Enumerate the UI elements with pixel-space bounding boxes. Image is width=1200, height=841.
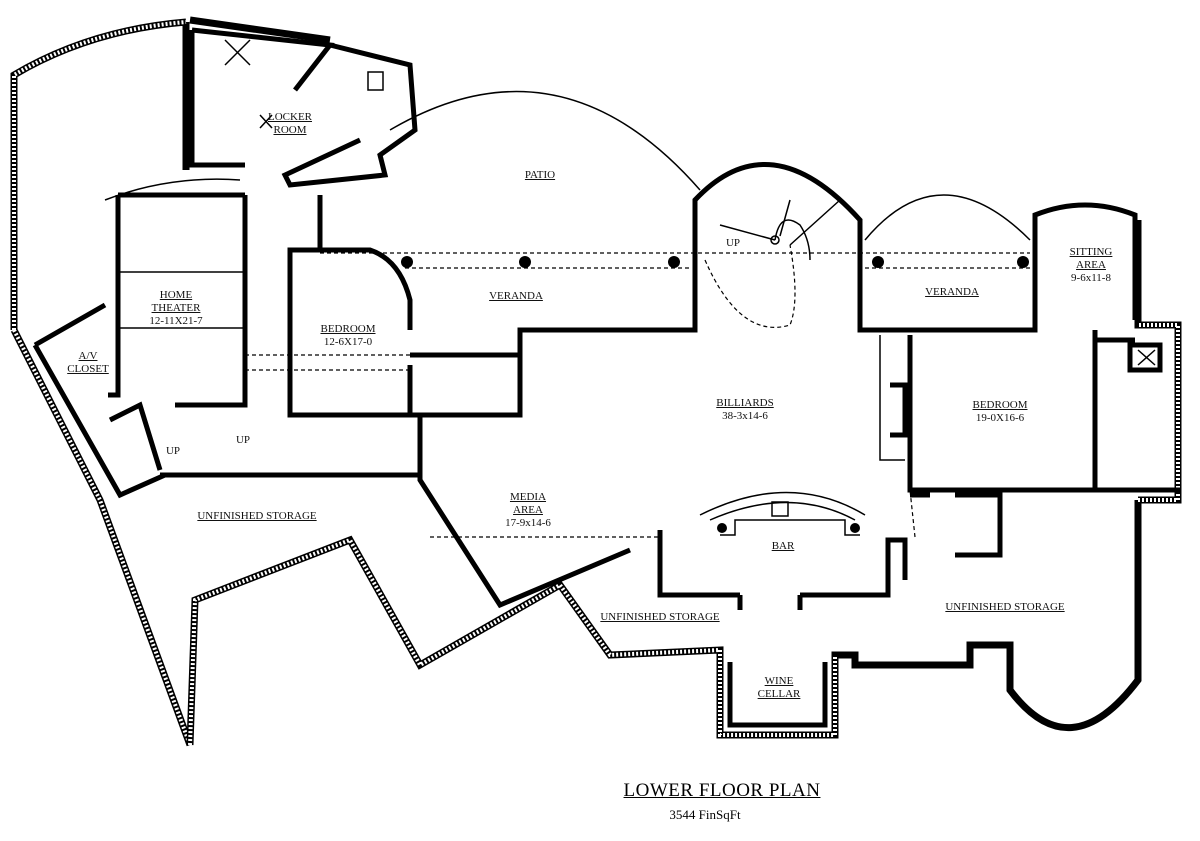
sitting-area-size: 9-6x11-8: [1071, 272, 1111, 284]
locker-room-line2: ROOM: [273, 124, 307, 136]
veranda-right-arc: [864, 194, 1031, 241]
locker-room-walls: [189, 27, 418, 188]
spiral-staircase: [704, 199, 841, 328]
storage-center-label: UNFINISHED STORAGE: [600, 611, 720, 623]
wine-cellar-line2: CELLAR: [757, 688, 801, 700]
bedroom-left-size: 12-6X17-0: [323, 336, 373, 348]
plan-area: 3544 FinSqFt: [669, 807, 741, 822]
av-closet-line1: A/V: [78, 350, 98, 362]
media-area-line2: AREA: [513, 504, 543, 516]
home-theater-line2: THEATER: [151, 302, 201, 314]
bedroom-right-walls: [879, 330, 1180, 493]
locker-room-line1: LOCKER: [268, 111, 312, 123]
bedroom-left-name: BEDROOM: [320, 323, 376, 335]
home-theater-walls: [32, 178, 248, 499]
billiards-size: 38-3x14-6: [722, 410, 768, 422]
bedroom-left-walls: [245, 162, 1138, 418]
patio-label: PATIO: [524, 169, 556, 181]
sitting-area-line1: SITTING: [1069, 246, 1113, 258]
stairs-up-left-label: UP: [165, 445, 181, 457]
stairs-up-spiral-label: UP: [725, 237, 741, 249]
media-area-line1: MEDIA: [509, 491, 547, 503]
bar-label: BAR: [771, 540, 795, 552]
home-theater-line1: HOME: [159, 289, 193, 301]
veranda-right-label: VERANDA: [925, 286, 979, 298]
media-area-size: 17-9x14-6: [505, 517, 551, 529]
home-theater-size: 12-11X21-7: [149, 315, 203, 327]
bedroom-right-name: BEDROOM: [972, 399, 1028, 411]
plan-title: LOWER FLOOR PLAN: [623, 780, 821, 801]
bedroom-right-size: 19-0X16-6: [975, 412, 1025, 424]
exterior-walls: [10, 16, 1182, 747]
storage-left-label: UNFINISHED STORAGE: [197, 510, 317, 522]
stairs-up-arrow-label: UP: [235, 434, 251, 446]
sitting-area-line2: AREA: [1076, 259, 1106, 271]
patio-arc: [389, 90, 701, 191]
veranda-left-label: VERANDA: [489, 290, 543, 302]
wine-cellar-line1: WINE: [764, 675, 794, 687]
av-closet-line2: CLOSET: [67, 363, 109, 375]
bar-walls: [160, 415, 1003, 728]
billiards-name: BILLIARDS: [716, 397, 774, 409]
storage-right-label: UNFINISHED STORAGE: [945, 601, 1065, 613]
